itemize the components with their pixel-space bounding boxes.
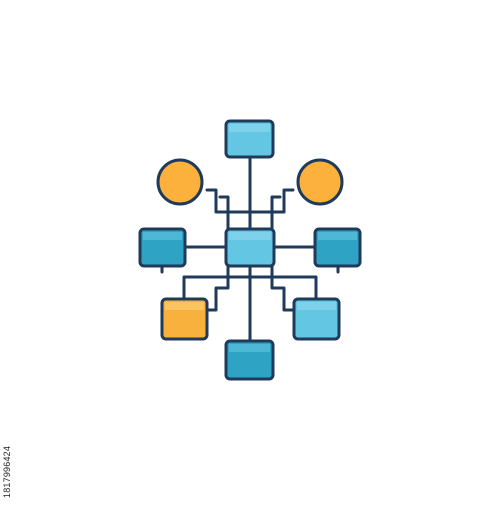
connector-lower-left-inner: [205, 264, 230, 312]
lower-right-node: [292, 297, 341, 341]
left-middle-node: [138, 227, 187, 268]
right-middle-node: [313, 227, 362, 268]
connector-lower-right-inner: [270, 264, 295, 312]
lower-left-node: [160, 297, 209, 341]
right-circle-node: [296, 158, 344, 206]
top-node: [224, 119, 275, 159]
connector-left-circle: [205, 188, 252, 214]
stock-image-id: 1817996424: [2, 445, 12, 498]
center-node: [224, 227, 276, 268]
connector-lines: [160, 155, 340, 344]
bottom-node: [224, 339, 275, 381]
connector-right-circle-inner: [270, 195, 282, 230]
connector-right-circle: [248, 188, 295, 214]
connector-left-circle-inner: [218, 195, 230, 230]
left-circle-node: [156, 158, 204, 206]
